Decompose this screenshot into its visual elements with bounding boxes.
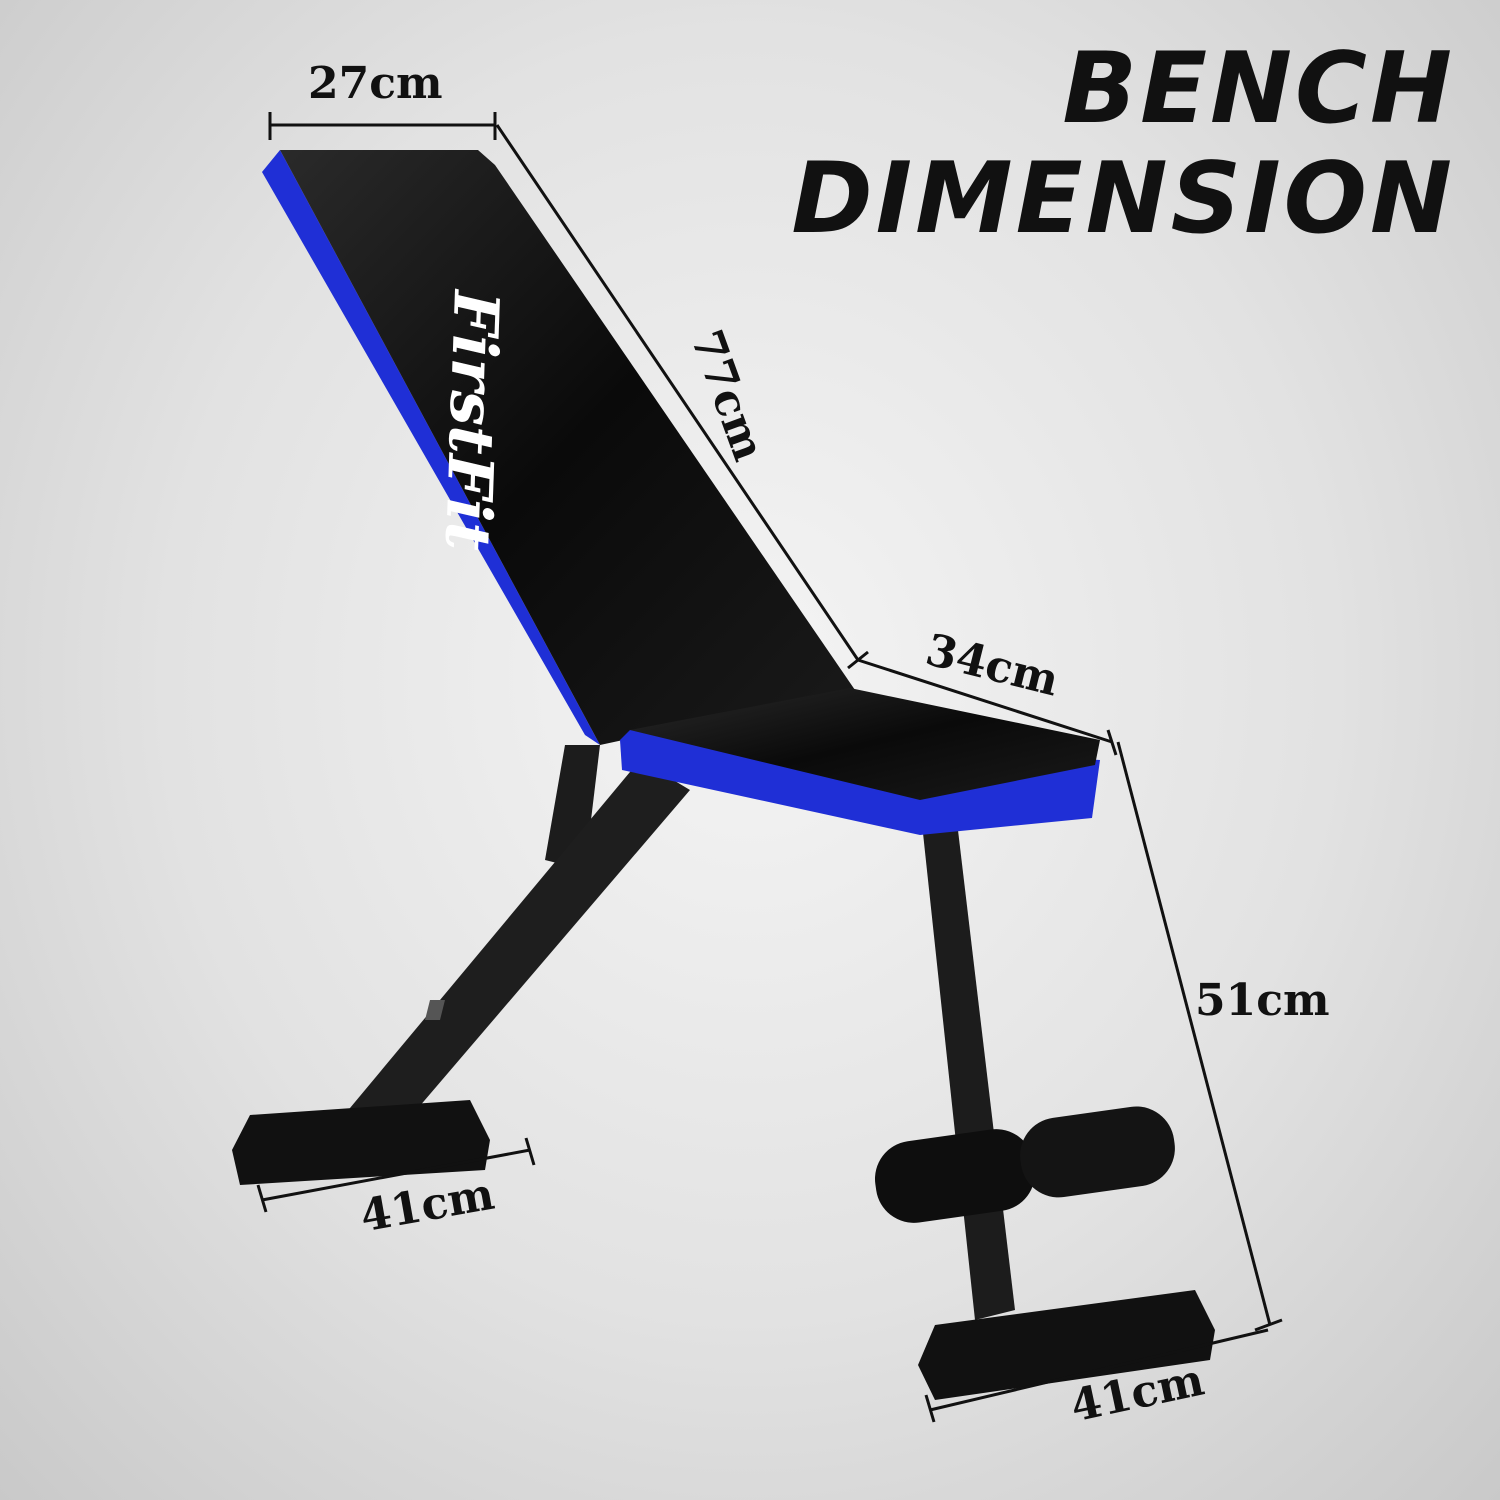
rear-leg: [232, 745, 690, 1185]
backrest: FirstFit: [262, 150, 855, 745]
dimension-lines: [256, 112, 1283, 1423]
title-line-2: DIMENSION: [791, 142, 1455, 256]
title-line-1: BENCH: [1062, 32, 1455, 146]
front-leg: [918, 805, 1215, 1400]
leg-rollers: [874, 1106, 1175, 1223]
backrest-width-label: 27cm: [308, 58, 443, 109]
seat: [620, 688, 1100, 835]
height-label: 51cm: [1195, 975, 1330, 1026]
brand-logo: FirstFit: [431, 287, 513, 552]
